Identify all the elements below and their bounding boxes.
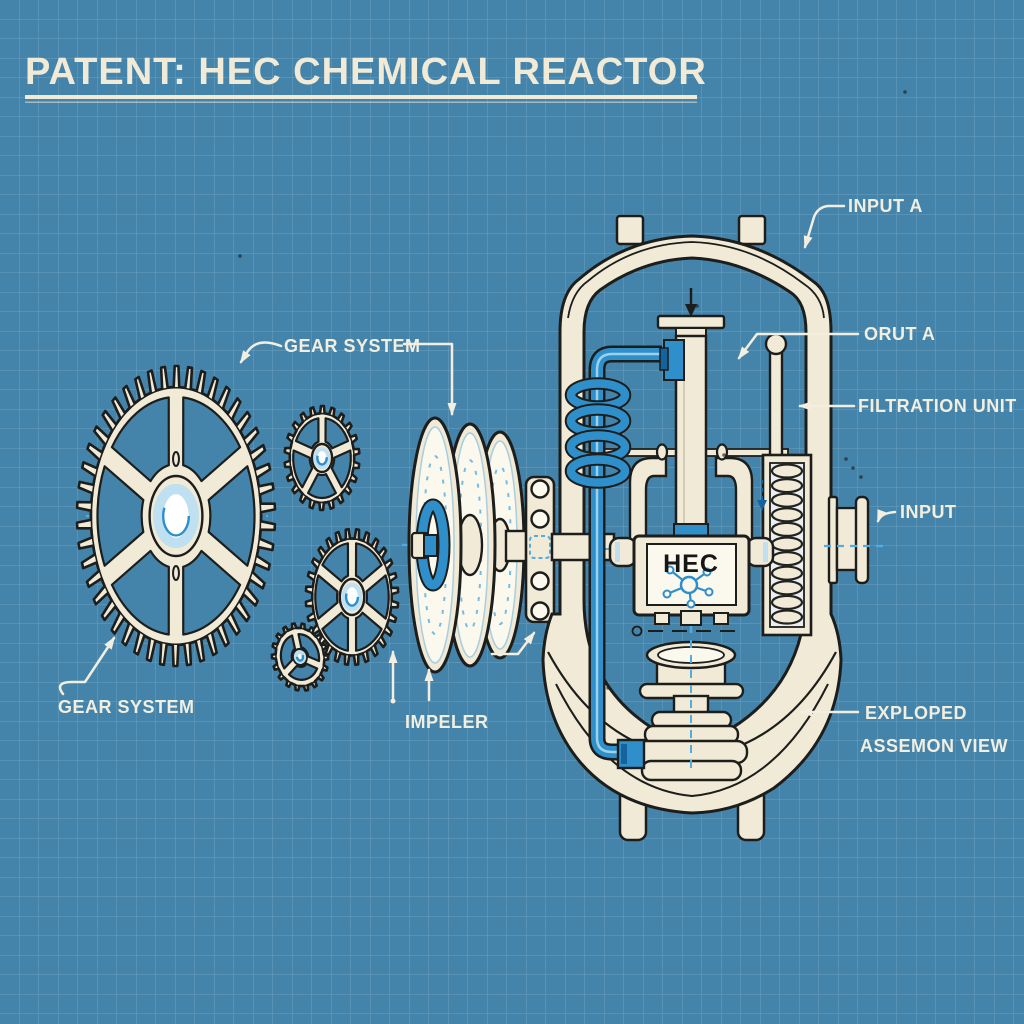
- label-impeller: IMPELER: [405, 712, 489, 732]
- title-underline-thin: [25, 101, 697, 103]
- label-filtration-unit: FILTRATION UNIT: [858, 396, 1017, 416]
- agitator-column: [628, 288, 754, 640]
- spring-coil: [770, 536, 804, 552]
- label-exploded-line1: EXPLOPED: [865, 703, 967, 723]
- spring-coil: [770, 580, 804, 596]
- sensor-rod-ball: [764, 332, 788, 356]
- ink-speckle: [238, 254, 242, 258]
- yoke-left: [628, 456, 668, 542]
- spring-coil: [770, 478, 804, 494]
- annotations: PATENT: HEC CHEMICAL REACTOR GEAR SYSTEM…: [25, 51, 1017, 756]
- gear-small-lower: [266, 618, 334, 696]
- label-hec-chamber: HEC: [663, 550, 719, 578]
- leader-gear-system-top-right: [402, 342, 457, 416]
- reactor-assembly-drawing: [77, 90, 907, 842]
- gear-small-upper: [285, 406, 360, 510]
- spring-coil: [770, 594, 804, 611]
- ink-speckle: [903, 90, 907, 94]
- impeller-flange-plate: [524, 475, 556, 624]
- ink-speckle: [851, 466, 855, 470]
- rod-bolt-left: [655, 443, 669, 461]
- gear-large: [77, 366, 275, 666]
- label-gear-system-top: GEAR SYSTEM: [284, 336, 421, 356]
- spring-coil: [770, 609, 804, 625]
- leader-impeller-left-dot: [390, 698, 396, 704]
- chamber-foot-right: [713, 612, 729, 625]
- chamber-lug-left: [608, 536, 638, 568]
- label-gear-system-bottom: GEAR SYSTEM: [58, 697, 195, 717]
- page-title: PATENT: HEC CHEMICAL REACTOR: [25, 51, 707, 93]
- molecule-icon: [662, 565, 714, 609]
- spring-coil: [770, 521, 804, 538]
- title-underline: [25, 95, 697, 99]
- label-exploded-line2: ASSEMON VIEW: [860, 736, 1008, 756]
- gear-medium: [306, 529, 398, 665]
- ink-speckle: [722, 453, 726, 457]
- chamber-lug-right: [745, 536, 775, 568]
- feed-arrow: [685, 304, 697, 317]
- label-input: INPUT: [900, 502, 957, 522]
- spring-coil: [770, 507, 804, 523]
- spring-coil: [770, 550, 804, 567]
- chamber-stub: [680, 610, 702, 626]
- spring-coil: [770, 463, 804, 479]
- base-disc-stack: [634, 640, 749, 782]
- vessel-dome-line: [567, 241, 825, 319]
- leader-gear-system-top-left: [239, 341, 283, 364]
- filtration-spring-column: [757, 453, 813, 637]
- spring-coil: [770, 492, 804, 508]
- leader-input: [876, 509, 897, 523]
- impeller-axle: [423, 534, 438, 557]
- rod-bolt-right: [715, 443, 729, 461]
- leader-impeller-flange: [490, 631, 536, 656]
- leader-orut-a: [737, 332, 860, 360]
- vessel-internals: [550, 332, 789, 761]
- yoke-right: [714, 456, 754, 542]
- chamber-foot-left: [654, 612, 670, 625]
- ink-speckle: [844, 457, 848, 461]
- chamber-window: [646, 543, 737, 606]
- label-input-a: INPUT A: [848, 196, 923, 216]
- ink-speckle: [606, 686, 610, 690]
- leader-gear-system-bottom: [58, 636, 116, 696]
- spring-coil: [770, 565, 804, 581]
- sensor-rod: [768, 350, 784, 460]
- ink-speckle: [859, 475, 863, 479]
- label-orut-a: ORUT A: [864, 324, 935, 344]
- leader-input-a: [803, 204, 846, 249]
- ink-speckle: [695, 304, 699, 308]
- input-nozzle: [824, 495, 888, 585]
- column-flange: [656, 314, 726, 330]
- vessel-top-stub-right: [737, 214, 767, 246]
- vessel-top-stub-left: [615, 214, 645, 246]
- hec-reaction-chamber: [608, 534, 775, 626]
